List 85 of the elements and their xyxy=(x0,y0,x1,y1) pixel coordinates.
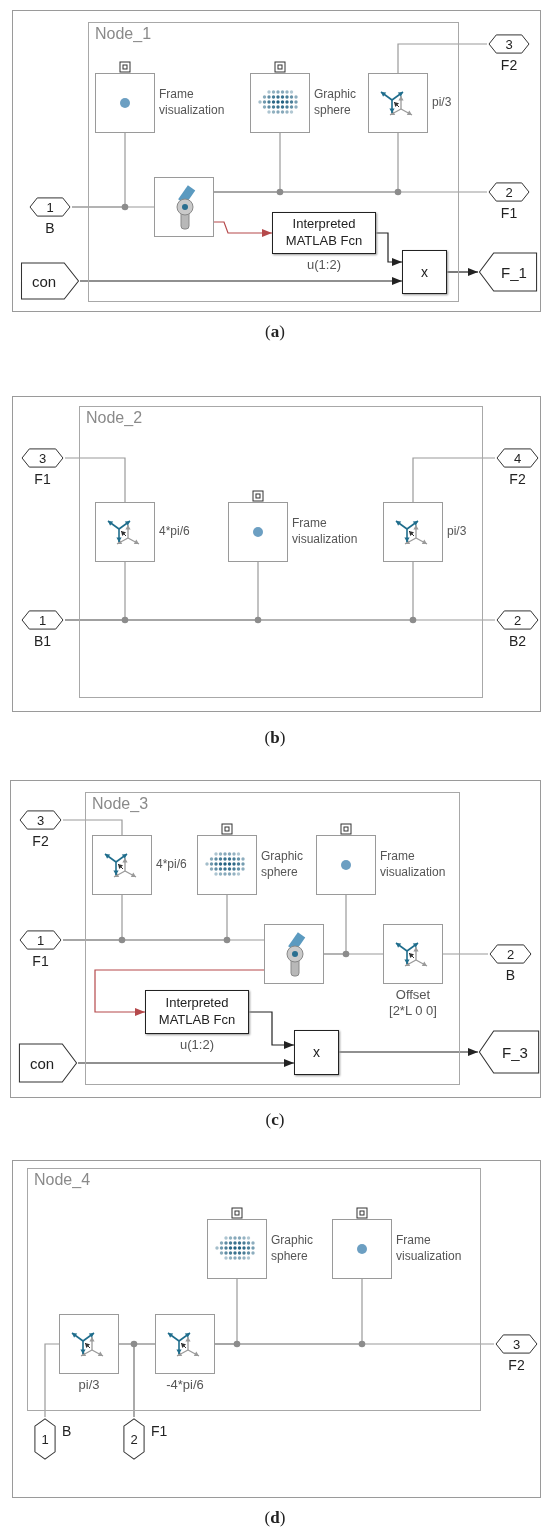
port-block: 1 xyxy=(28,197,72,217)
panel-caption: (c) xyxy=(265,1110,285,1130)
subsystem-title: Node_1 xyxy=(95,25,152,43)
connection-line xyxy=(213,191,488,193)
port-label: F2 xyxy=(500,57,518,73)
connection-line xyxy=(62,939,265,941)
port-label: F2 xyxy=(509,471,526,487)
port-block: 1 xyxy=(20,610,65,630)
port-block: 2 xyxy=(488,944,533,964)
function-block: Interpreted MATLAB Fcn xyxy=(145,990,249,1034)
subsystem-title: Node_4 xyxy=(34,1171,91,1189)
block-label: Frame visualization xyxy=(396,1233,463,1265)
port-label: B xyxy=(505,967,516,983)
port-block: 2 xyxy=(487,182,531,202)
goto-tag: F_3 xyxy=(478,1030,540,1074)
signal-arrow xyxy=(338,1048,479,1056)
subsystem-box xyxy=(27,1168,481,1411)
port-label: F2 xyxy=(32,833,49,849)
port-label: F1 xyxy=(151,1423,168,1439)
port-block: 3 xyxy=(494,1334,539,1354)
block-label: Graphic sphere xyxy=(261,849,305,881)
block-label: pi/3 xyxy=(447,524,468,540)
signal-arrow xyxy=(446,268,479,276)
block-label: Offset [2*L 0 0] xyxy=(388,987,438,1020)
subsystem-title: Node_2 xyxy=(86,409,143,427)
block-label: 4*pi/6 xyxy=(156,857,188,873)
joint-block xyxy=(264,924,324,984)
block-label: Graphic sphere xyxy=(314,87,358,119)
port-label: B xyxy=(62,1423,72,1439)
port-block: 4 xyxy=(495,448,540,468)
port-label: B xyxy=(45,220,55,236)
signal-arrow xyxy=(248,1011,295,1049)
port-label: F1 xyxy=(32,953,49,969)
connection-line xyxy=(323,953,384,955)
product-block: x xyxy=(402,250,447,294)
connection-line xyxy=(133,1343,156,1418)
connection-line xyxy=(412,457,496,503)
connection-line xyxy=(71,206,155,208)
goto-tag: F_1 xyxy=(478,252,538,292)
block-label: Graphic sphere xyxy=(271,1233,315,1265)
port-block: 2 xyxy=(495,610,540,630)
port-block: 2 xyxy=(123,1417,145,1461)
panel-caption: (a) xyxy=(265,322,285,342)
port-label: B2 xyxy=(508,633,527,649)
block-label: pi/3 xyxy=(432,95,453,111)
block-label: -4*pi/6 xyxy=(165,1377,205,1394)
block-label: Frame visualization xyxy=(380,849,447,881)
block-label: pi/3 xyxy=(77,1377,101,1394)
port-block: 3 xyxy=(18,810,63,830)
port-block: 3 xyxy=(20,448,65,468)
port-label: F1 xyxy=(34,471,51,487)
parameter-label: u(1:2) xyxy=(180,1037,214,1052)
subsystem-title: Node_3 xyxy=(92,795,149,813)
block-label: Frame visualization xyxy=(159,87,226,119)
port-label: F2 xyxy=(508,1357,525,1373)
panel-caption: (d) xyxy=(264,1508,286,1528)
connection-line xyxy=(64,619,496,621)
signal-arrow xyxy=(375,232,403,266)
parameter-label: u(1:2) xyxy=(307,257,341,272)
panel-caption: (b) xyxy=(264,728,286,748)
product-block: x xyxy=(294,1030,339,1075)
port-block: 1 xyxy=(34,1417,56,1461)
from-tag: con xyxy=(20,262,80,300)
connection-line xyxy=(44,1343,60,1418)
signal-arrow xyxy=(77,1059,295,1067)
connection-line xyxy=(64,457,126,503)
signal-arrow xyxy=(94,969,265,1016)
connection-line xyxy=(62,819,123,836)
connection-line xyxy=(442,953,489,955)
joint-block xyxy=(154,177,214,237)
port-label: B1 xyxy=(33,633,52,649)
signal-arrow xyxy=(213,221,273,237)
subsystem-box xyxy=(88,22,459,302)
port-block: 3 xyxy=(487,34,531,54)
from-tag: con xyxy=(18,1043,78,1083)
block-label: Frame visualization xyxy=(292,516,359,548)
block-label: 4*pi/6 xyxy=(159,524,191,540)
connection-line xyxy=(214,1343,495,1345)
function-block: Interpreted MATLAB Fcn xyxy=(272,212,376,254)
subsystem-box xyxy=(79,406,483,698)
port-block: 1 xyxy=(18,930,63,950)
port-label: F1 xyxy=(500,205,518,221)
subsystem-box xyxy=(85,792,460,1085)
signal-arrow xyxy=(79,277,403,285)
connection-line xyxy=(397,43,488,74)
